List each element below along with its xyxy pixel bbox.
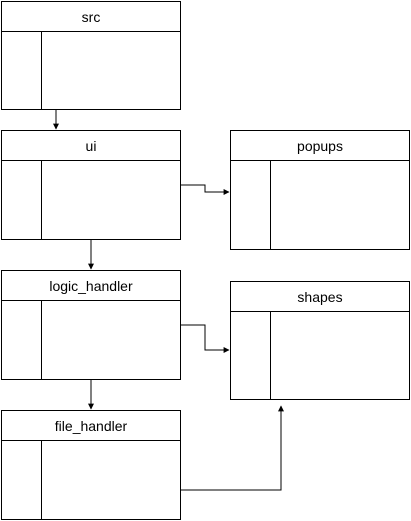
node-logic-handler-gutter [2, 301, 42, 379]
node-logic-handler-title: logic_handler [2, 271, 180, 301]
node-src[interactable]: src [1, 1, 181, 110]
node-shapes-gutter [231, 312, 271, 399]
node-ui[interactable]: ui [1, 130, 181, 240]
node-logic-handler[interactable]: logic_handler [1, 270, 181, 380]
edge-logic-handler-to-shapes [181, 324, 230, 353]
node-popups[interactable]: popups [230, 130, 410, 250]
node-src-title: src [2, 2, 180, 32]
node-src-gutter [2, 32, 42, 109]
node-file-handler-gutter [2, 441, 42, 519]
edge-ui-to-popups [181, 184, 230, 195]
node-shapes-title: shapes [231, 282, 409, 312]
node-popups-title: popups [231, 131, 409, 161]
node-popups-gutter [231, 161, 271, 249]
node-ui-gutter [2, 161, 42, 239]
node-file-handler-title: file_handler [2, 411, 180, 441]
node-shapes[interactable]: shapes [230, 281, 410, 400]
node-ui-title: ui [2, 131, 180, 161]
edge-file-handler-to-shapes [181, 405, 284, 491]
node-file-handler[interactable]: file_handler [1, 410, 181, 520]
